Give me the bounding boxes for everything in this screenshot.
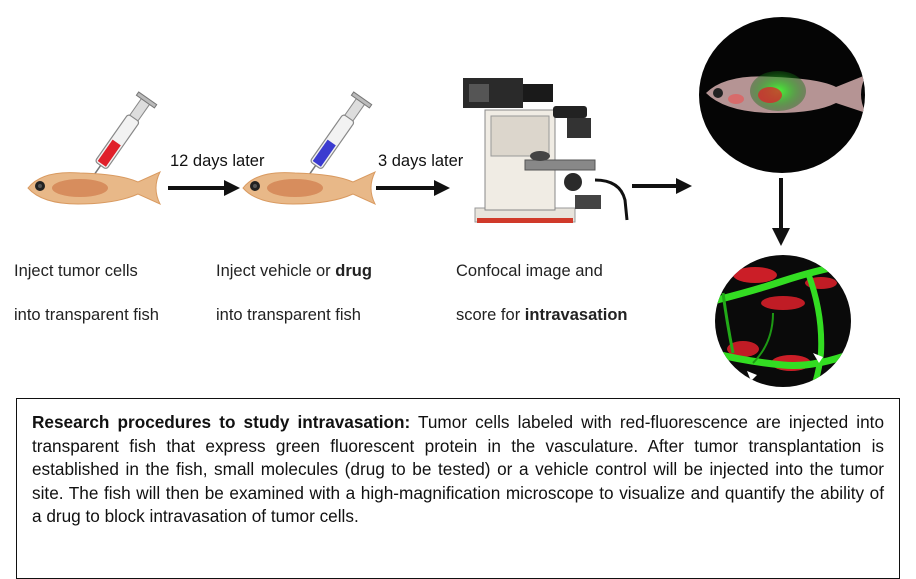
arrow-down — [772, 178, 790, 246]
step3-line2-text: score for — [456, 306, 525, 324]
step3-line1: Confocal image and — [456, 262, 603, 280]
step2-label: Inject vehicle or drug into transparent … — [216, 238, 372, 348]
fish-with-tumor-injection — [27, 91, 162, 206]
step2-line2: into transparent fish — [216, 306, 361, 324]
step3-label: Confocal image and score for intravasati… — [456, 238, 627, 348]
step1-label: Inject tumor cells into transparent fish — [14, 238, 159, 348]
step3-line2-bold: intravasation — [524, 306, 628, 324]
step3-line2: score for intravasation — [456, 304, 627, 326]
arrow-label-3-days: 3 days later — [378, 152, 464, 170]
arrow-right-2 — [376, 180, 450, 196]
caption-title: Research procedures to study intravasati… — [32, 412, 411, 432]
step1-line1: Inject tumor cells — [14, 262, 138, 280]
arrow-label-12-days: 12 days later — [170, 152, 265, 170]
confocal-microscope — [463, 78, 629, 223]
fluorescent-fish-image — [699, 17, 865, 173]
step1-line2: into transparent fish — [14, 306, 159, 324]
caption-box: Research procedures to study intravasati… — [16, 398, 900, 579]
fish-with-drug-injection — [242, 91, 377, 206]
arrow-right-1 — [168, 180, 240, 196]
step2-line1-text: Inject vehicle or — [216, 262, 336, 280]
step2-line1: Inject vehicle or drug — [216, 260, 372, 282]
arrow-right-3 — [632, 178, 692, 194]
caption-body: Tumor cells labeled with red-fluorescenc… — [32, 412, 884, 526]
confocal-vessel-image — [715, 255, 851, 387]
step2-line1-bold: drug — [335, 262, 372, 280]
